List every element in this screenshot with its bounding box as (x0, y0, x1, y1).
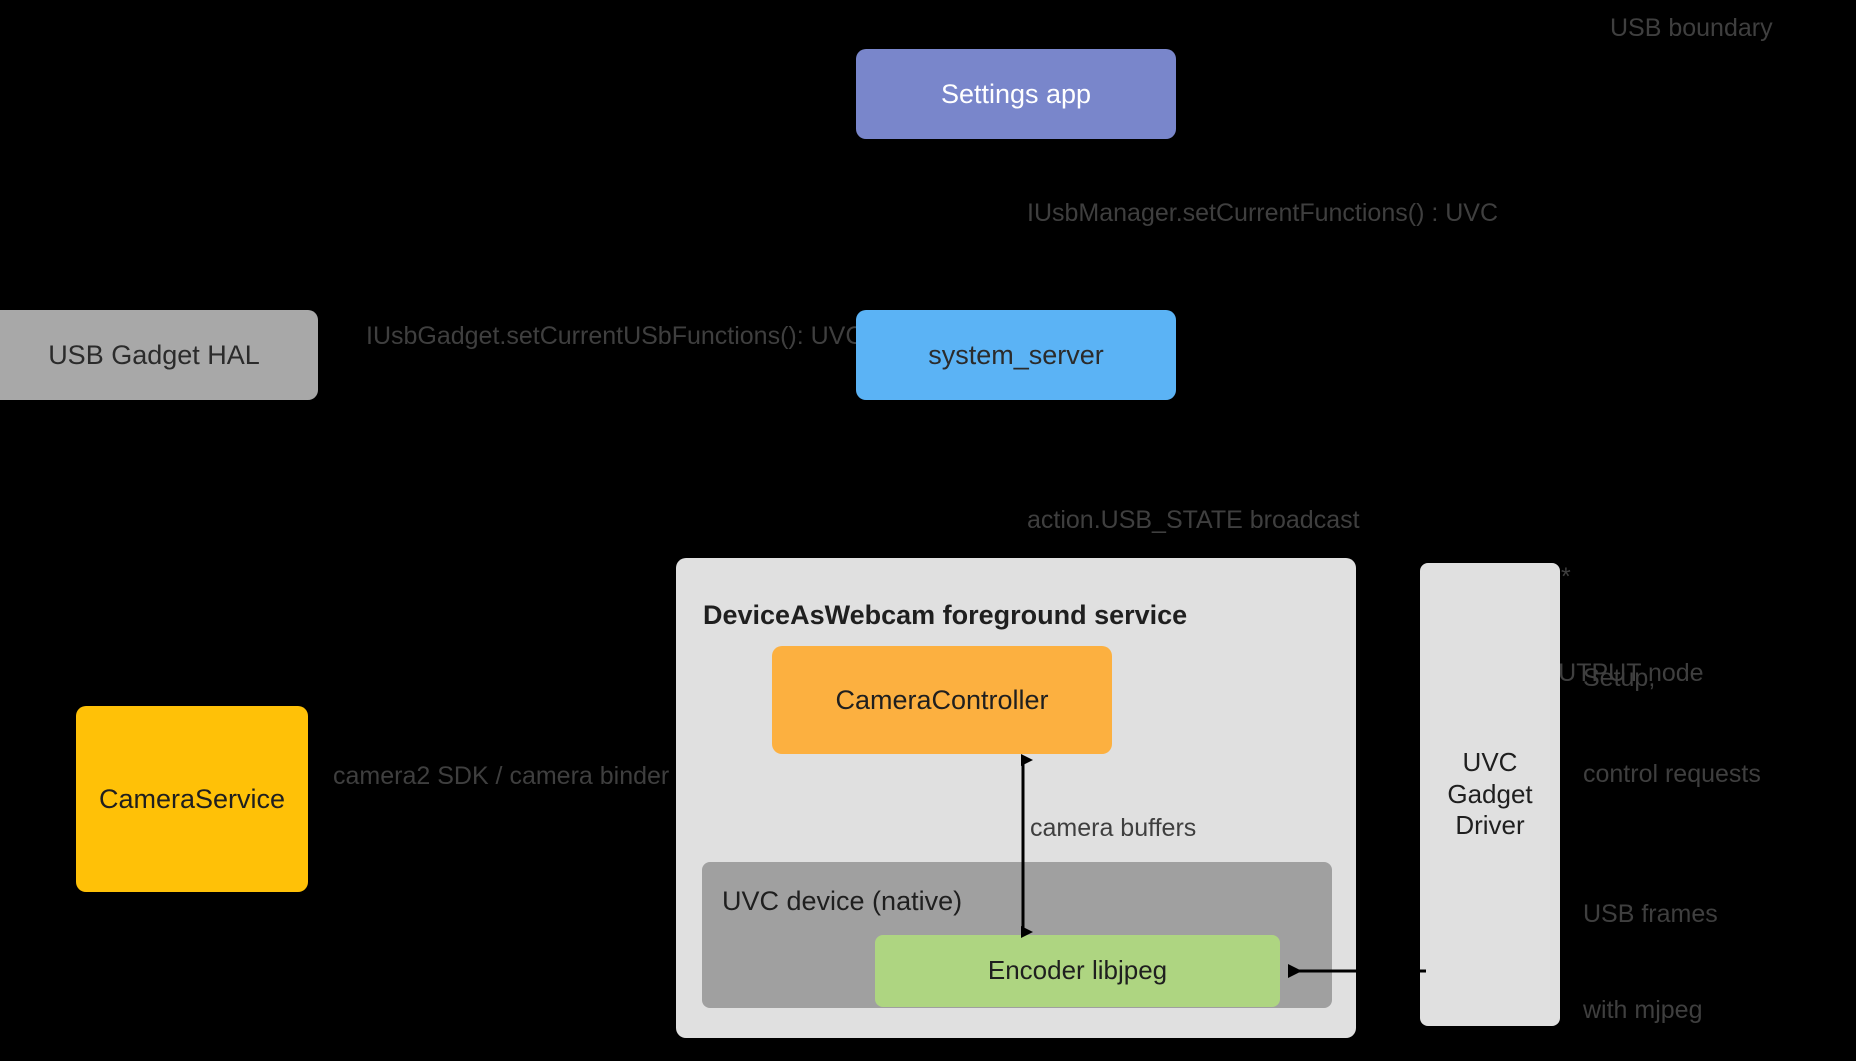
node-system-server-label: system_server (928, 339, 1104, 370)
node-camera-service[interactable]: CameraService (76, 706, 308, 892)
label-usb-boundary: USB boundary (1610, 14, 1773, 42)
node-camera-service-label: CameraService (98, 783, 286, 814)
label-camera-buffers: camera buffers (1030, 814, 1197, 842)
connector-camera-buffers (1021, 754, 1033, 938)
label-usb-frames-line2: with mjpeg (1583, 996, 1703, 1024)
panel-uvc-device-native-title: UVC device (native) (722, 886, 963, 916)
node-uvc-gadget-driver-line2: Gadget (1447, 778, 1533, 809)
node-system-server[interactable]: system_server (856, 310, 1176, 400)
label-setup-control-requests: Setup, control requests (1583, 598, 1761, 854)
panel-deviceaswebcam-service-title: DeviceAsWebcam foreground service (703, 600, 1188, 630)
node-encoder-libjpeg[interactable]: Encoder libjpeg (875, 935, 1280, 1007)
node-usb-gadget-hal-label: USB Gadget HAL (48, 339, 260, 370)
node-uvc-gadget-driver[interactable]: UVC Gadget Driver (1420, 563, 1560, 1026)
label-usb-frames-mjpeg: USB frames with mjpeg (1583, 834, 1718, 1061)
label-setup-line2: control requests (1583, 760, 1761, 788)
node-settings-app[interactable]: Settings app (856, 49, 1176, 139)
label-usb-frames-line1: USB frames (1583, 900, 1718, 928)
node-uvc-gadget-driver-line3: Driver (1455, 810, 1525, 841)
label-iusbmanager-call: IUsbManager.setCurrentFunctions() : UVC (1027, 199, 1499, 227)
label-iusbgadget-call: IUsbGadget.setCurrentUSbFunctions(): UVC (366, 322, 864, 350)
node-camera-controller-label: CameraController (835, 684, 1049, 715)
node-camera-controller[interactable]: CameraController (772, 646, 1112, 754)
node-uvc-gadget-driver-line1: UVC (1462, 746, 1518, 777)
connector-gadget-to-encoder (1288, 964, 1426, 978)
label-usb-state-broadcast-line1: action.USB_STATE broadcast (1027, 506, 1360, 534)
label-setup-line1: Setup, (1583, 664, 1656, 692)
node-encoder-libjpeg-label: Encoder libjpeg (987, 955, 1168, 986)
node-usb-gadget-hal[interactable]: USB Gadget HAL (0, 310, 318, 400)
label-camera2-sdk-binder: camera2 SDK / camera binder (333, 762, 670, 790)
node-settings-app-label: Settings app (940, 78, 1092, 109)
